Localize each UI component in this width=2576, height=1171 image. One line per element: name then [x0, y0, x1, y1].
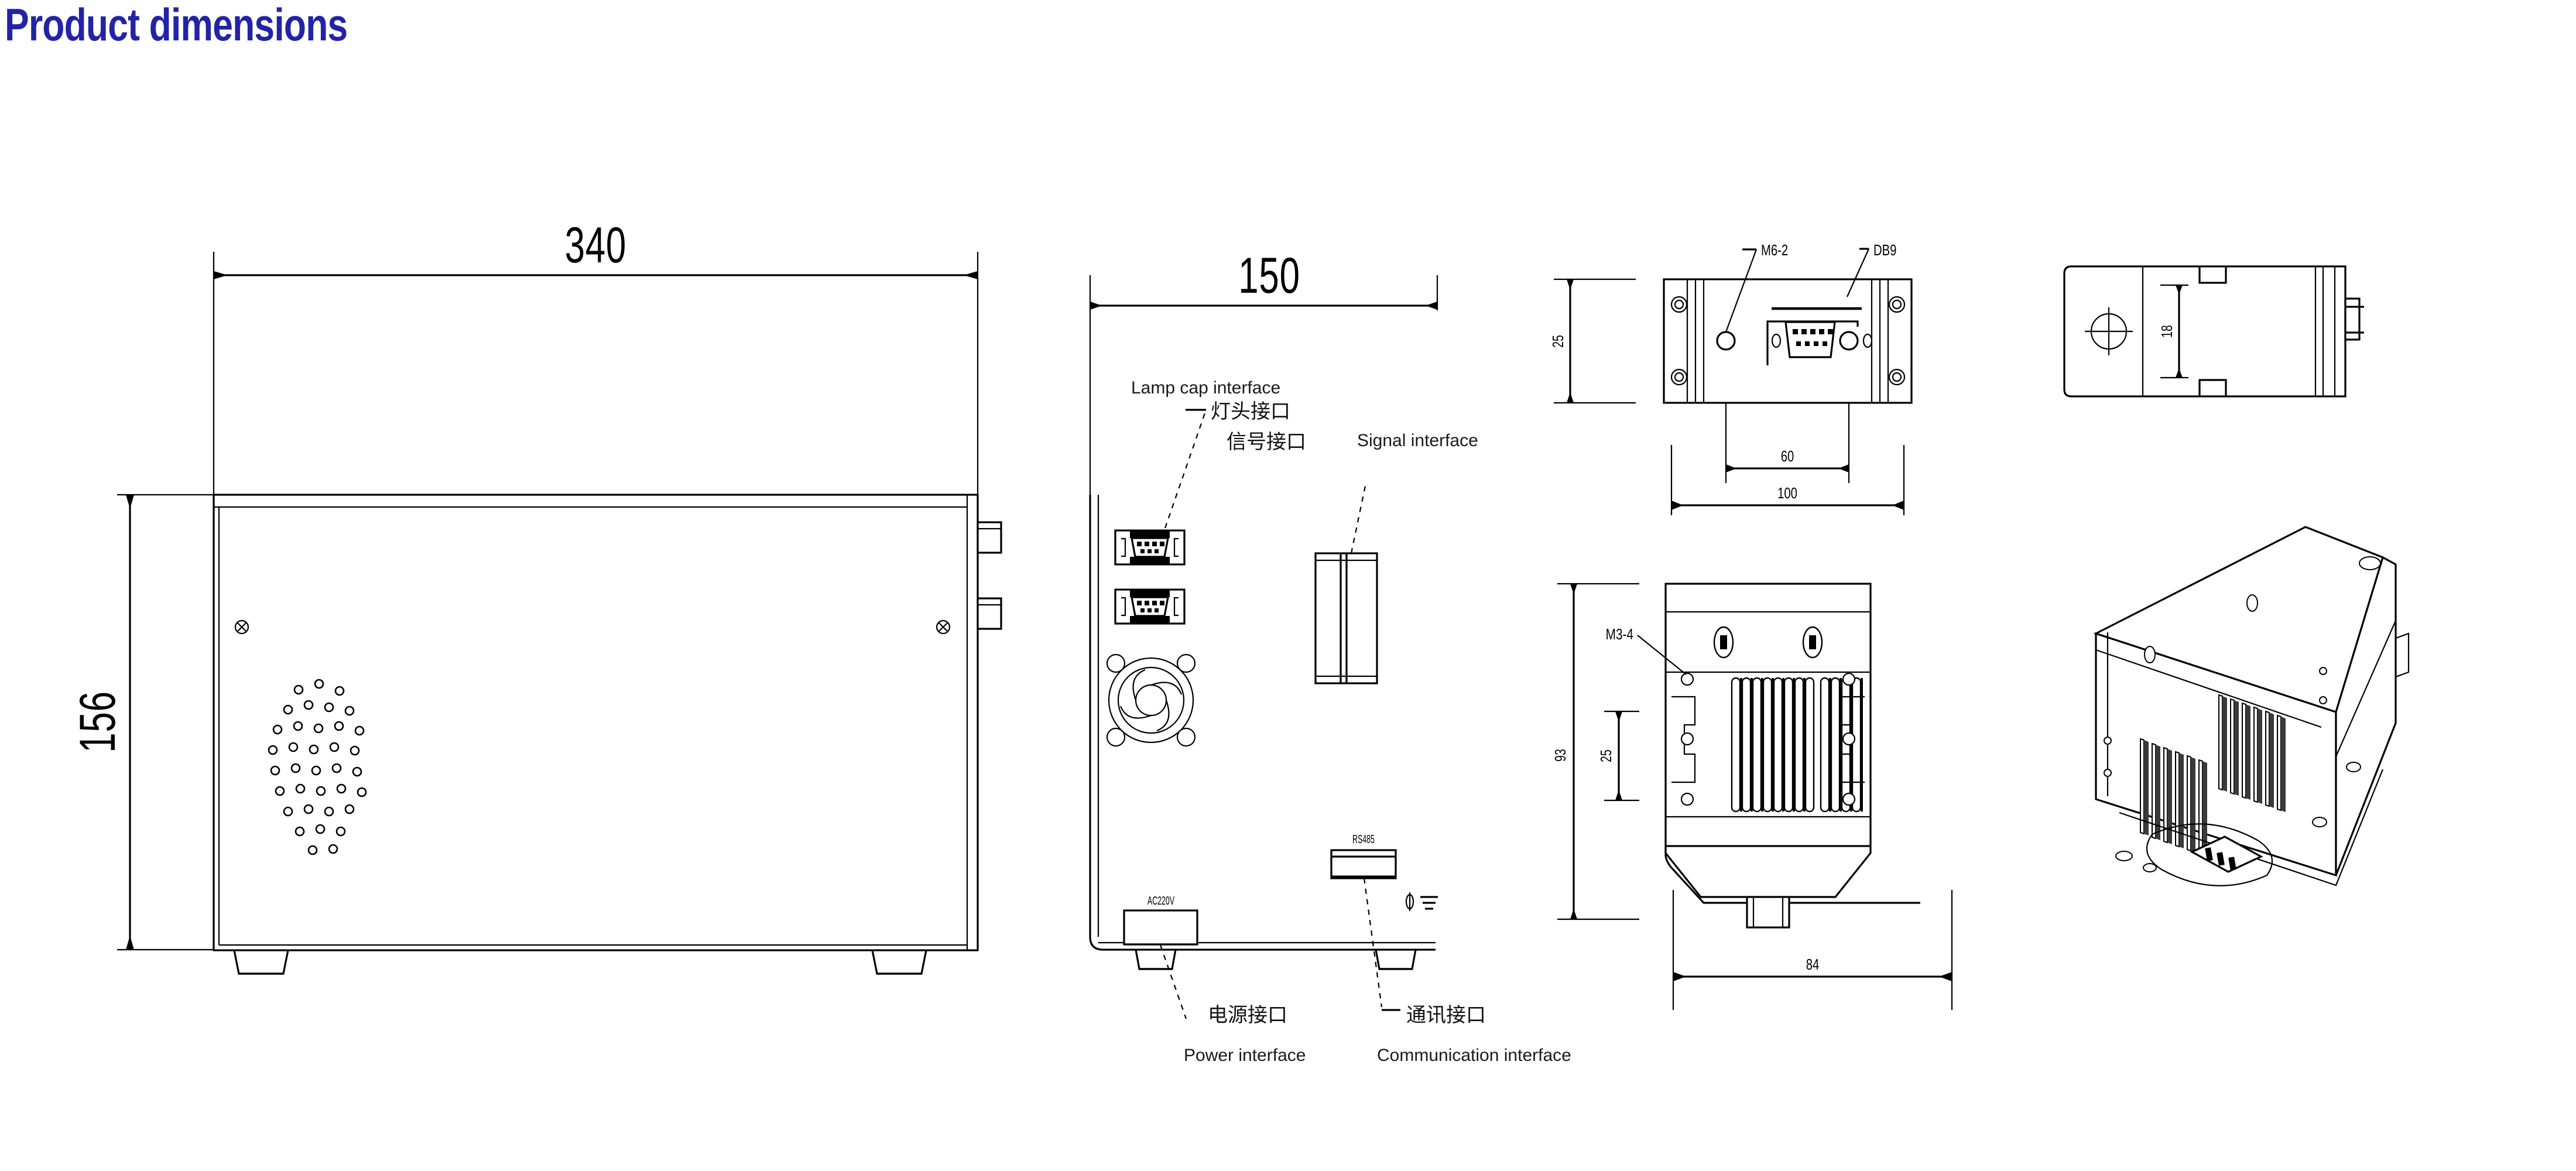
label-rs485: RS485 — [1352, 833, 1375, 846]
mount-bracket-left — [1671, 672, 1696, 806]
label-ac220v: AC220V — [1147, 894, 1175, 908]
view-lamp-head-isometric — [2093, 526, 2410, 886]
dimension-25-front: 25 — [1597, 710, 1639, 802]
dimension-18: 18 — [2158, 284, 2188, 379]
cooling-fan — [1106, 653, 1196, 747]
dimension-60-text: 60 — [1781, 448, 1794, 465]
dimension-100: 100 — [1670, 445, 1905, 515]
heatsink-fins — [1731, 677, 1863, 813]
callout-m3-4-text: M3-4 — [1606, 626, 1633, 643]
dimension-156-text: 156 — [69, 691, 125, 752]
callout-m3-4: M3-4 — [1606, 626, 1687, 675]
dimension-84: 84 — [1672, 890, 1953, 1010]
dimension-18-text: 18 — [2158, 325, 2175, 338]
callout-communication: 通讯接口 Communication interface — [1363, 878, 1571, 1065]
db9-connector-upper — [1114, 529, 1186, 566]
callout-lamp-cap-en: Lamp cap interface — [1131, 378, 1280, 398]
view-lamp-head-top: 25 — [1549, 242, 1913, 515]
dimension-150: 150 — [1089, 247, 1438, 495]
view-lamp-head-front: 93 25 — [1551, 583, 1953, 1010]
signal-interface-block — [1314, 552, 1378, 684]
callout-signal-en: Signal interface — [1357, 431, 1478, 450]
ventilation-hole-pattern — [268, 679, 367, 855]
callout-signal: 信号接口 Signal interface — [1227, 430, 1478, 554]
dimension-340-text: 340 — [565, 217, 626, 273]
screw-left — [234, 619, 249, 635]
callout-db9-text: DB9 — [1873, 242, 1896, 259]
callout-db9: DB9 — [1846, 242, 1896, 297]
dimension-25-top-text: 25 — [1549, 335, 1566, 348]
dimension-25-top: 25 — [1549, 278, 1636, 404]
view-lamp-head-side: 18 — [2063, 265, 2364, 398]
callout-power: 电源接口 Power interface — [1159, 944, 1306, 1065]
dimension-93-text: 93 — [1551, 749, 1568, 762]
dimension-93: 93 — [1551, 583, 1639, 920]
dimension-25-front-text: 25 — [1597, 749, 1614, 762]
communication-terminal: RS485 — [1330, 833, 1397, 879]
callout-lamp-cap: Lamp cap interface 灯头接口 — [1131, 378, 1290, 529]
isometric-heatsink-fins — [2140, 694, 2286, 857]
screw-right — [936, 619, 951, 635]
callout-communication-en: Communication interface — [1377, 1046, 1571, 1065]
lamp-head-front-body — [1664, 583, 1920, 929]
callout-m6-2: M6-2 — [1725, 242, 1788, 333]
ground-symbol — [1405, 892, 1438, 911]
side-view-body — [213, 494, 1002, 975]
lamp-head-top-body — [1663, 278, 1913, 404]
db9-connector-lower — [1114, 588, 1186, 625]
dimension-340: 340 — [213, 217, 979, 495]
center-mark — [2085, 307, 2133, 355]
callout-communication-cn: 通讯接口 — [1406, 1004, 1486, 1027]
dimension-156: 156 — [69, 494, 220, 951]
dimension-84-text: 84 — [1806, 956, 1820, 973]
side-connector-stub — [2344, 297, 2364, 341]
dimension-150-text: 150 — [1238, 247, 1300, 303]
front-panel-body: AC220V — [1089, 495, 1436, 970]
callout-power-cn: 电源接口 — [1208, 1004, 1287, 1027]
callout-signal-cn: 信号接口 — [1227, 430, 1306, 454]
callout-m6-2-text: M6-2 — [1761, 242, 1788, 259]
dimension-100-text: 100 — [1777, 485, 1797, 502]
callout-lamp-cap-cn: 灯头接口 — [1211, 400, 1290, 423]
page-title: Product dimensions — [5, 0, 348, 50]
view-side-left: 340 156 — [69, 217, 1002, 975]
mount-bracket-right — [1840, 672, 1865, 806]
callout-power-en: Power interface — [1184, 1046, 1306, 1065]
isometric-db9 — [2190, 836, 2263, 873]
dimension-60: 60 — [1725, 403, 1850, 483]
view-front-panel: 150 AC220V — [1089, 247, 1571, 1065]
